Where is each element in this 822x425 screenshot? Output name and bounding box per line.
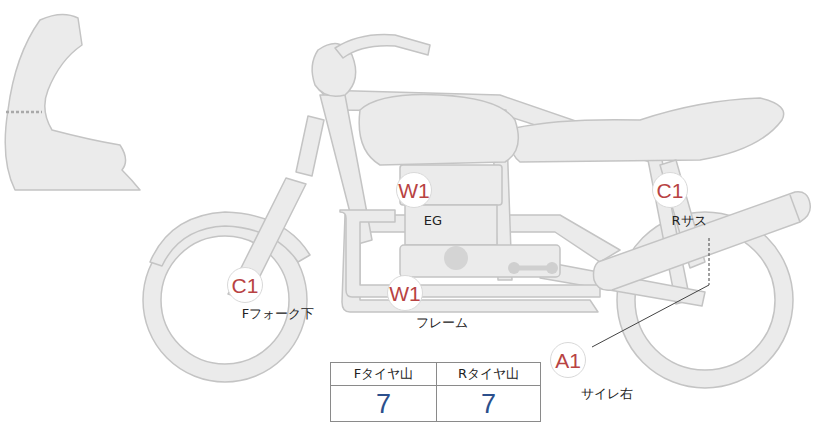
damage-code: W1 [398, 180, 430, 201]
part-name: Fフォーク下 [242, 306, 314, 322]
tire-tread-table: Fタイヤ山Rタイヤ山77 [330, 362, 541, 422]
damage-callout: W1EG [396, 172, 432, 208]
tread-value: 7 [331, 386, 436, 422]
damage-code: A1 [555, 350, 581, 371]
damage-callout: W1フレーム [387, 275, 423, 311]
damage-code: W1 [389, 283, 421, 304]
table-header: Rタイヤ山 [437, 363, 540, 386]
part-name: フレーム [416, 315, 468, 331]
part-name: サイレ右 [581, 386, 633, 402]
damage-callout: A1サイレ右 [550, 342, 586, 378]
damage-callout: C1Rサス [652, 172, 688, 208]
damage-code: C1 [657, 180, 684, 201]
damage-code: C1 [232, 275, 259, 296]
tread-value: 7 [437, 386, 540, 422]
table-header: Fタイヤ山 [331, 363, 436, 386]
damage-callout: C1Fフォーク下 [227, 267, 263, 303]
part-name: Rサス [671, 213, 706, 229]
part-name: EG [424, 213, 442, 229]
